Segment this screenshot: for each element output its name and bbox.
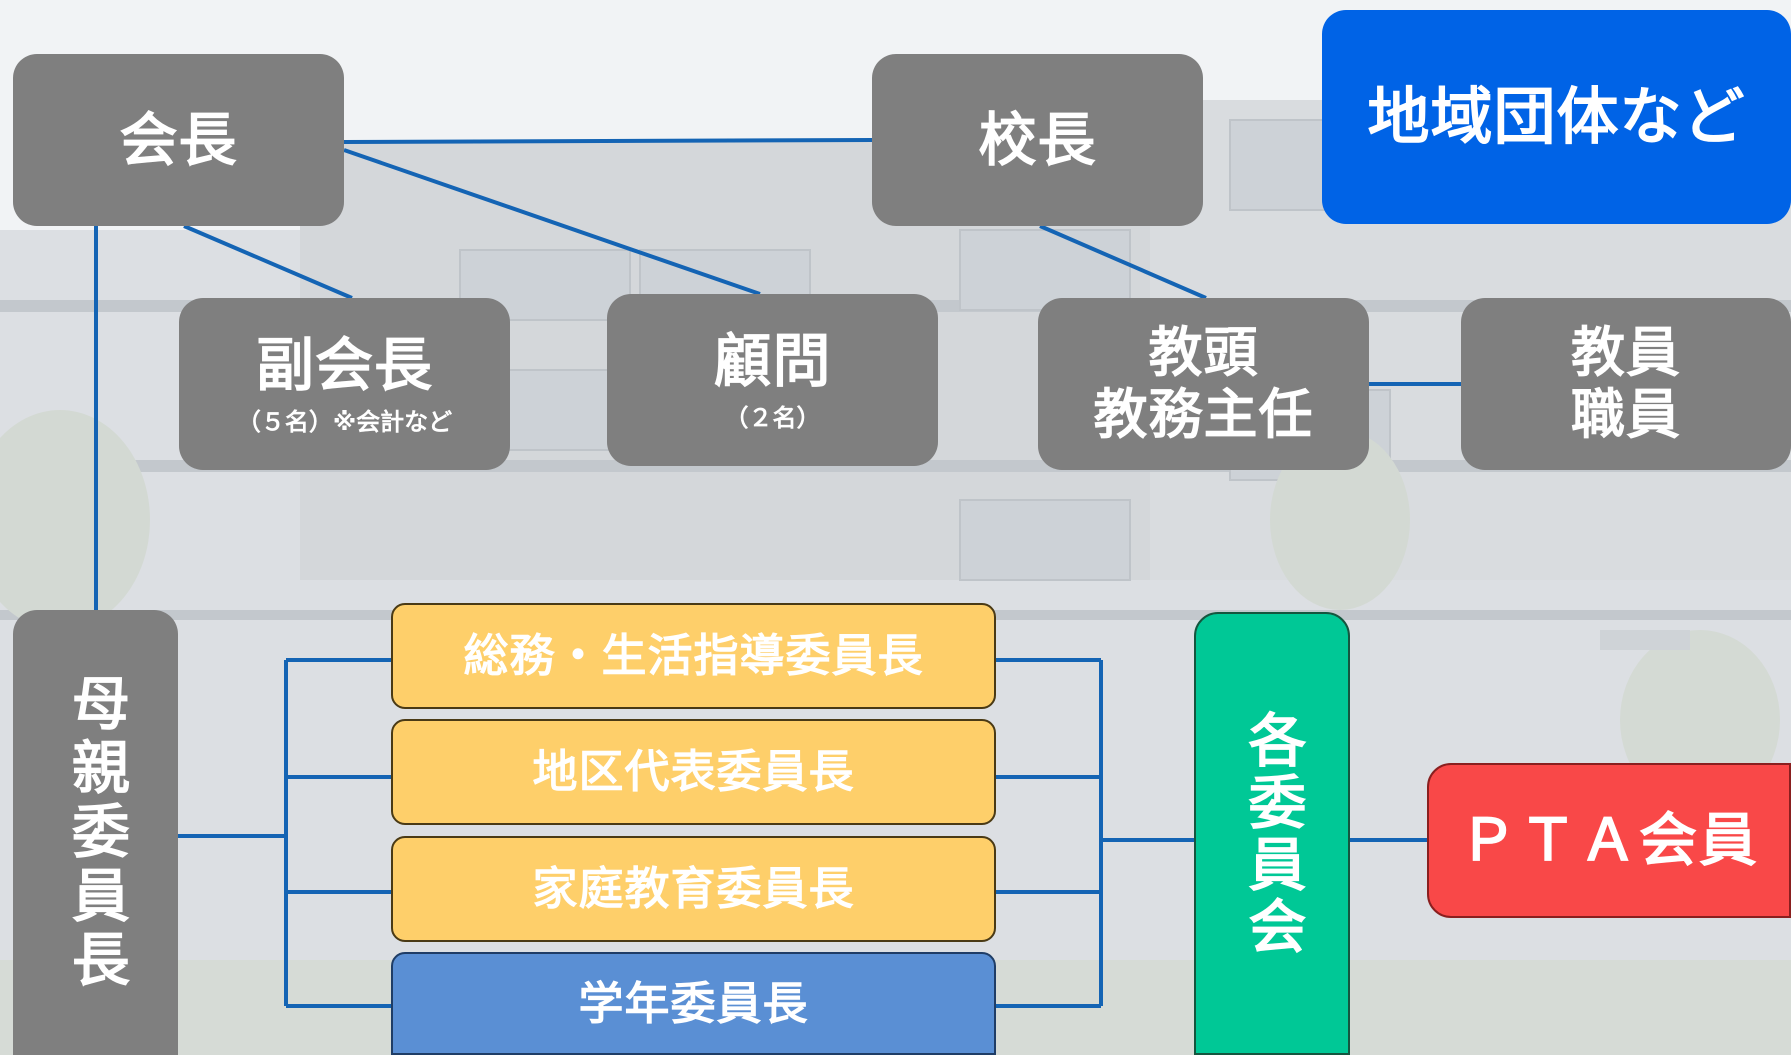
vice-chairman-title: 副会長: [255, 330, 433, 399]
committee-home-education: 家庭教育委員長: [391, 836, 996, 942]
line-chairman-principal: [343, 138, 873, 144]
pta-members-box: ＰＴＡ会員: [1427, 763, 1791, 918]
vice-principal-box: 教頭 教務主任: [1038, 298, 1369, 470]
advisor-box: 顧問 （２名）: [607, 294, 938, 466]
committee-general-affairs: 総務・生活指導委員長: [391, 603, 996, 709]
advisor-title: 顧問: [713, 326, 832, 395]
mothers-committee-chair-box: 母親委員長: [13, 610, 178, 1055]
community-groups-box: 地域団体など: [1322, 10, 1791, 224]
committee-grade: 学年委員長: [391, 952, 996, 1055]
principal-box: 校長: [872, 54, 1203, 226]
vice-chairman-note: （５名）※会計など: [236, 407, 453, 436]
all-committees-box: 各委員会: [1194, 612, 1350, 1055]
committee-district-representative: 地区代表委員長: [391, 719, 996, 825]
line-chairman-vice: [183, 224, 353, 300]
vice-chairman-box: 副会長 （５名）※会計など: [179, 298, 510, 470]
line-chairman-advisor: [343, 148, 761, 296]
advisor-note: （２名）: [724, 403, 821, 432]
line-principal-vice-principal: [1039, 224, 1207, 300]
chairman-box: 会長: [13, 54, 344, 226]
staff-box: 教員 職員: [1461, 298, 1791, 470]
